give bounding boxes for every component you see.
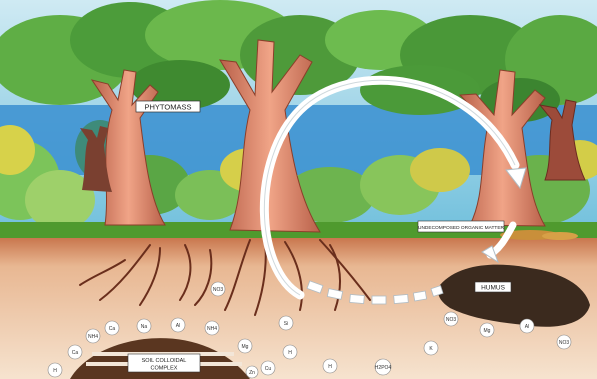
ion: K <box>423 340 439 356</box>
ion: Cu <box>260 360 276 376</box>
ion-label: NO3 <box>213 287 224 293</box>
complex-label-line1: SOIL COLLOIDAL <box>142 358 187 364</box>
ion: NO3 <box>210 281 226 297</box>
ion: H2PO4 <box>374 358 392 376</box>
complex-label-box <box>127 353 201 373</box>
ion-label: Ca <box>72 350 79 356</box>
ion: H <box>322 358 338 374</box>
dashed-return-path <box>306 280 444 305</box>
ion: Al <box>170 317 186 333</box>
ion-label: H <box>53 368 57 374</box>
leaf-litter <box>500 230 578 240</box>
ion-label: H <box>288 350 292 356</box>
ion-label: Al <box>176 323 180 329</box>
humus-patch <box>438 264 590 327</box>
ion: NH4 <box>85 328 101 344</box>
ion: H <box>47 362 63 378</box>
cycle-arrow <box>259 75 527 300</box>
ion: Al <box>519 318 535 334</box>
ion: NH4 <box>204 320 220 336</box>
ion: NO3 <box>556 334 572 350</box>
ion-label: NO3 <box>446 317 457 323</box>
ion-label: Mg <box>484 328 491 334</box>
ion: NO3 <box>443 311 459 327</box>
ion: Ca <box>67 344 83 360</box>
phytomass-label-box <box>135 100 201 113</box>
ion-label: Al <box>525 324 529 330</box>
ion: Na <box>136 318 152 334</box>
ion-label: Si <box>284 321 288 327</box>
ion: Mg <box>237 338 253 354</box>
undecomposed-label: UNDECOMPOSED ORGANIC MATTER <box>418 225 505 231</box>
tree-back-left <box>80 126 112 192</box>
humus-label: HUMUS <box>481 285 505 292</box>
ion-label: Cu <box>265 366 272 372</box>
ion: Mg <box>479 322 495 338</box>
tree-center <box>219 39 321 233</box>
ion-label: H2PO4 <box>375 365 392 371</box>
ion-label: H <box>328 364 332 370</box>
ion-label: Ca <box>109 326 116 332</box>
humus-label-box <box>474 281 512 293</box>
ion-label: Na <box>141 324 148 330</box>
ions: H Ca NH4 Ca Na Al NH4 Mg Si Cu H H2PO4 H… <box>47 281 572 379</box>
undecomposed-label-box <box>417 220 505 233</box>
ion-label: Mg <box>242 344 249 350</box>
ion-label: NO3 <box>559 340 570 346</box>
tree-far-right <box>538 99 586 181</box>
complex-label-line2: COMPLEX <box>151 366 178 372</box>
ion-label: K <box>429 346 433 352</box>
ion-label: NH4 <box>88 334 98 340</box>
ion-label: NH4 <box>207 326 217 332</box>
phytomass-label: PHYTOMASS <box>145 103 192 112</box>
ion: Ca <box>104 320 120 336</box>
ion: H <box>282 344 298 360</box>
ion: Zn <box>245 365 259 379</box>
roots <box>79 239 371 316</box>
ion: Si <box>278 315 294 331</box>
ion-label: Zn <box>249 370 255 376</box>
